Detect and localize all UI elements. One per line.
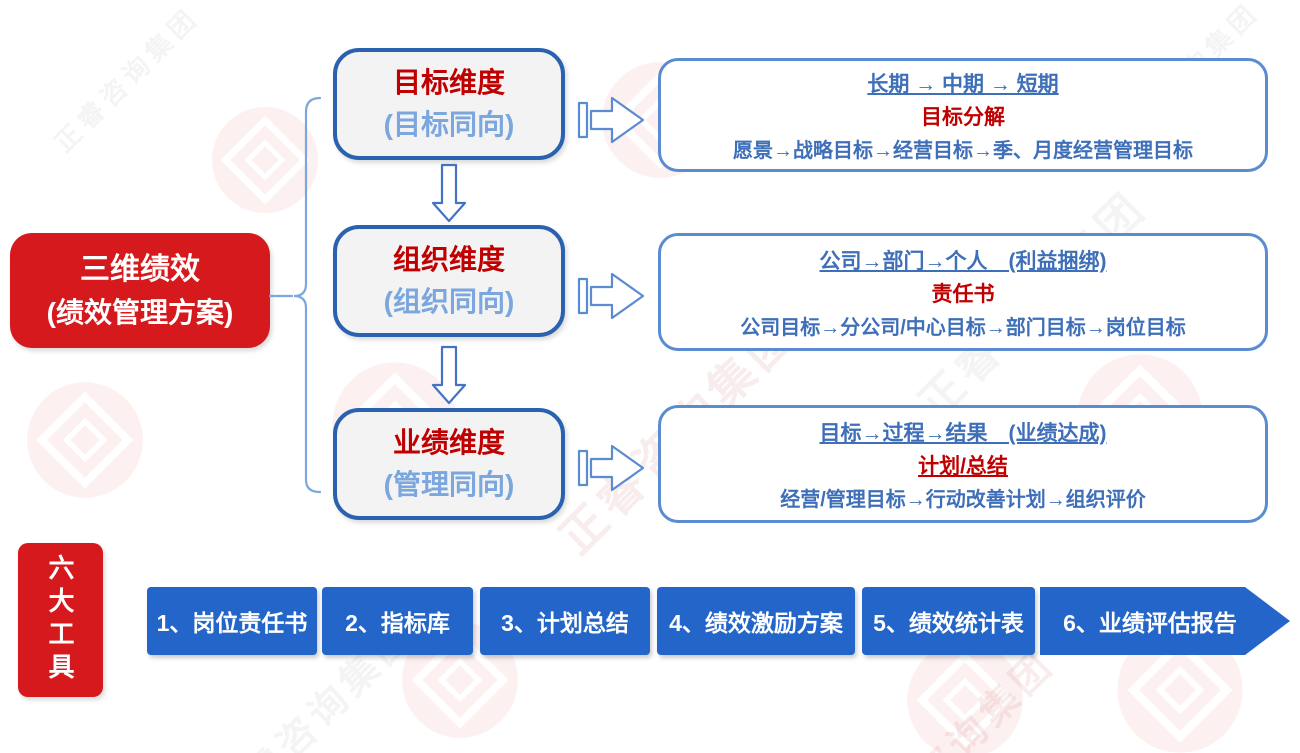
- main-title-line2: (绩效管理方案): [46, 297, 234, 328]
- detail-line3: 公司目标→分公司/中心目标→部门目标→岗位目标: [740, 316, 1186, 339]
- dimension-box-organization: 组织维度 (组织同向): [333, 225, 565, 337]
- tool-item-4: 4、绩效激励方案: [657, 587, 855, 655]
- detail-line2: 计划/总结: [918, 454, 1008, 478]
- dimension-box-goal: 目标维度 (目标同向): [333, 48, 565, 160]
- right-arrow-icon: [577, 444, 645, 492]
- dimension-title: 目标维度: [392, 67, 505, 98]
- tool-item-5: 5、绩效统计表: [862, 587, 1035, 655]
- main-title-line1: 三维绩效: [80, 253, 200, 286]
- detail-box-goal: 长期 → 中期 → 短期 目标分解 愿景→战略目标→经营目标→季、月度经营管理目…: [658, 58, 1268, 172]
- detail-line3: 愿景→战略目标→经营目标→季、月度经营管理目标: [733, 139, 1193, 162]
- dimension-subtitle: (组织同向): [383, 286, 515, 317]
- detail-line1: 公司→部门→个人 (利益捆绑): [819, 249, 1107, 273]
- down-arrow-icon: [431, 345, 467, 405]
- tool-item-1: 1、岗位责任书: [147, 587, 317, 655]
- watermark-logo-icon: [907, 642, 1023, 753]
- tool-item-3: 3、计划总结: [480, 587, 650, 655]
- detail-box-organization: 公司→部门→个人 (利益捆绑) 责任书 公司目标→分公司/中心目标→部门目标→岗…: [658, 233, 1268, 351]
- tool-item-2: 2、指标库: [322, 587, 473, 655]
- dimension-title: 业绩维度: [392, 427, 505, 458]
- detail-line2: 责任书: [931, 282, 995, 306]
- detail-line1: 长期 → 中期 → 短期: [867, 72, 1059, 96]
- down-arrow-icon: [431, 163, 467, 223]
- right-arrow-icon: [577, 272, 645, 320]
- watermark-logo-icon: [27, 382, 143, 498]
- main-title-box: 三维绩效 (绩效管理方案): [10, 233, 270, 348]
- tools-label-box: 六大工具: [18, 543, 103, 697]
- dimension-subtitle: (管理同向): [383, 469, 515, 500]
- dimension-subtitle: (目标同向): [383, 109, 515, 140]
- detail-line3: 经营/管理目标→行动改善计划→组织评价: [780, 488, 1146, 511]
- right-arrow-icon: [577, 96, 645, 144]
- dimension-title: 组织维度: [392, 244, 505, 275]
- watermark-text: 正睿咨询集团: [48, 1, 206, 159]
- dimension-box-performance: 业绩维度 (管理同向): [333, 408, 565, 520]
- detail-line1: 目标→过程→结果 (业绩达成): [819, 421, 1107, 445]
- tool-item-6: 6、业绩评估报告: [1040, 587, 1290, 655]
- detail-line2: 目标分解: [921, 105, 1005, 129]
- brace-connector: [268, 96, 322, 494]
- detail-box-performance: 目标→过程→结果 (业绩达成) 计划/总结 经营/管理目标→行动改善计划→组织评…: [658, 405, 1268, 523]
